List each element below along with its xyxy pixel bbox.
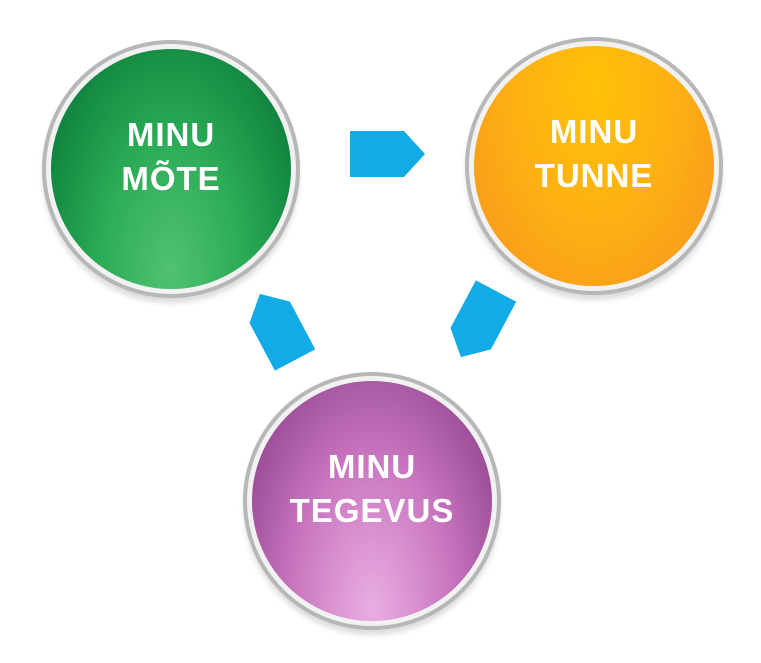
node-minu-tunne: MINU TUNNE: [474, 46, 714, 286]
node-minu-tegevus-label: MINU TEGEVUS: [290, 445, 455, 533]
node-minu-mote-label: MINU MÕTE: [121, 113, 220, 201]
node-minu-tunne-label: MINU TUNNE: [535, 110, 654, 198]
node-minu-tegevus-line2: TEGEVUS: [289, 492, 455, 529]
arrow-right-icon: [350, 131, 425, 177]
node-minu-mote-line2: MÕTE: [121, 160, 221, 197]
arrow-down-left-icon: [441, 280, 517, 368]
arrow-up-left-icon: [240, 283, 316, 371]
node-minu-tegevus-line1: MINU: [327, 448, 417, 485]
node-minu-tunne-line1: MINU: [549, 113, 639, 150]
node-minu-tunne-line2: TUNNE: [534, 157, 654, 194]
node-minu-mote-line1: MINU: [126, 116, 216, 153]
node-minu-mote: MINU MÕTE: [51, 49, 291, 289]
node-minu-tegevus: MINU TEGEVUS: [252, 381, 492, 621]
